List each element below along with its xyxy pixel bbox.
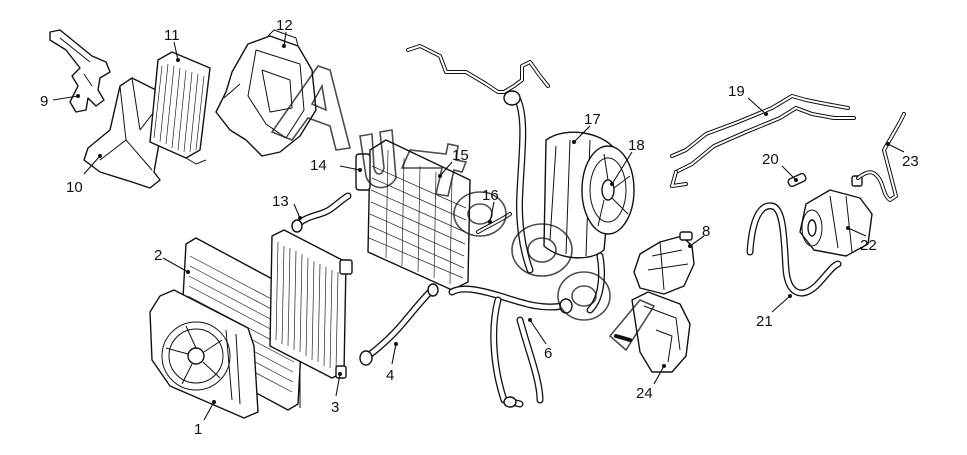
callout-leaders [52, 31, 905, 421]
part-18-fan [581, 145, 635, 235]
part-15-intercooler [355, 139, 471, 291]
part-6-hose-assembly [448, 252, 606, 408]
callout-8: 8 [702, 223, 710, 240]
callout-24: 24 [636, 385, 653, 402]
part-1-fan-shroud [149, 289, 259, 419]
callout-2: 2 [154, 247, 162, 264]
callout-4: 4 [386, 367, 394, 384]
part-11-heater-core [149, 51, 211, 165]
callout-22: 22 [860, 237, 877, 254]
callout-15: 15 [452, 147, 469, 164]
callout-1: 1 [194, 421, 202, 438]
part-24-bracket [614, 291, 691, 373]
part-12-blower-housing [215, 29, 317, 157]
part-16-connector [476, 212, 512, 234]
part-23-ac-pipe [856, 112, 906, 202]
callout-18: 18 [628, 137, 645, 154]
callout-16: 16 [482, 187, 499, 204]
coolant-pipe-assembly [406, 44, 550, 274]
part-4-hose [359, 283, 439, 366]
callout-11: 11 [164, 27, 180, 44]
callout-19: 19 [728, 83, 745, 100]
part-8-expansion-tank [633, 231, 695, 295]
callout-17: 17 [584, 111, 601, 128]
callout-14: 14 [310, 157, 327, 174]
part-21-ac-hose [746, 202, 842, 297]
part-13-small-hose [291, 192, 352, 233]
callout-10: 10 [66, 179, 83, 196]
callout-6: 6 [544, 345, 552, 362]
callout-12: 12 [276, 17, 293, 34]
callout-13: 13 [272, 193, 289, 210]
part-9-bracket [49, 29, 111, 113]
callout-9: 9 [40, 93, 48, 110]
part-3-radiator [269, 229, 353, 379]
part-19-ac-lines [670, 94, 856, 188]
callout-labels: 1 2 3 4 6 8 9 10 11 12 13 14 15 16 17 18… [40, 17, 919, 438]
callout-20: 20 [762, 151, 779, 168]
part-22-ac-compressor [799, 175, 873, 257]
callout-21: 21 [756, 313, 773, 330]
callout-3: 3 [331, 399, 339, 416]
callout-23: 23 [902, 153, 919, 170]
